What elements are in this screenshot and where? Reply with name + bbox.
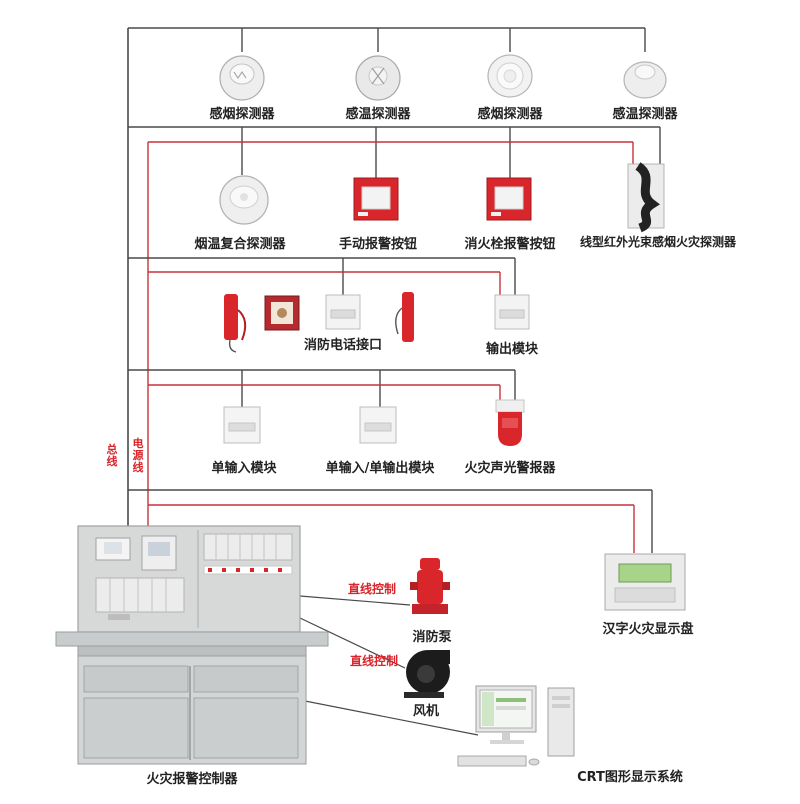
label-fire-phone-interface: 消防电话接口 bbox=[303, 338, 383, 353]
label-heat-detector: 感温探测器 bbox=[345, 107, 411, 122]
label-manual-call-point: 手动报警按钮 bbox=[338, 237, 418, 252]
fan-control-line bbox=[299, 617, 406, 669]
label-heat-detector: 感温探测器 bbox=[612, 107, 678, 122]
label-input-module: 单输入模块 bbox=[211, 461, 277, 476]
input-module-icon bbox=[223, 406, 261, 444]
fire-phone-handset-icon bbox=[224, 294, 247, 353]
crt-link-line bbox=[299, 699, 479, 736]
label-display-panel: 汉字火灾显示盘 bbox=[602, 622, 694, 637]
beam-smoke-detector-icon bbox=[627, 162, 665, 233]
manual-call-point-icon bbox=[353, 177, 399, 221]
label-io-module: 单输入/单输出模块 bbox=[325, 461, 435, 476]
composite-detector-icon bbox=[219, 175, 269, 225]
label-hydrant-alarm-button: 消火栓报警按钮 bbox=[464, 237, 556, 252]
fire-alarm-controller-icon bbox=[55, 525, 329, 765]
hydrant-alarm-button-icon bbox=[486, 177, 532, 221]
label-pump-direct-control: 直线控制 bbox=[348, 582, 397, 596]
fire-pump-icon bbox=[410, 558, 450, 614]
fire-phone-handset-icon bbox=[395, 292, 414, 342]
heat-detector-icon bbox=[623, 61, 667, 99]
label-output-module: 输出模块 bbox=[485, 342, 539, 357]
label-bus-left: 总线 bbox=[106, 443, 118, 468]
io-module-icon bbox=[359, 406, 397, 444]
heat-detector-icon bbox=[355, 55, 401, 101]
output-module-icon bbox=[494, 294, 530, 330]
sounder-strobe-icon bbox=[495, 399, 525, 446]
label-fire-pump: 消防泵 bbox=[412, 630, 452, 645]
bus-lines bbox=[127, 27, 661, 736]
label-bus-power: 电源线 bbox=[132, 437, 144, 474]
phone-jack-icon bbox=[264, 295, 300, 331]
label-fan-direct-control: 直线控制 bbox=[350, 654, 399, 668]
smoke-detector-icon bbox=[487, 54, 533, 98]
label-composite-detector: 烟温复合探测器 bbox=[194, 237, 286, 252]
crt-computer-icon bbox=[457, 685, 575, 767]
label-beam-smoke-detector: 线型红外光束感烟火灾探测器 bbox=[579, 235, 737, 249]
character-display-panel-icon bbox=[604, 553, 686, 611]
label-fan: 风机 bbox=[412, 704, 440, 719]
smoke-detector-icon bbox=[219, 55, 265, 101]
label-smoke-detector: 感烟探测器 bbox=[209, 107, 275, 122]
fan-blower-icon bbox=[404, 650, 450, 698]
label-smoke-detector: 感烟探测器 bbox=[477, 107, 543, 122]
label-controller: 火灾报警控制器 bbox=[146, 772, 238, 787]
fire-phone-interface-icon bbox=[325, 294, 361, 330]
label-sounder-strobe: 火灾声光警报器 bbox=[464, 461, 556, 476]
label-crt-system: CRT图形显示系统 bbox=[577, 770, 683, 785]
pump-control-line bbox=[299, 595, 411, 606]
